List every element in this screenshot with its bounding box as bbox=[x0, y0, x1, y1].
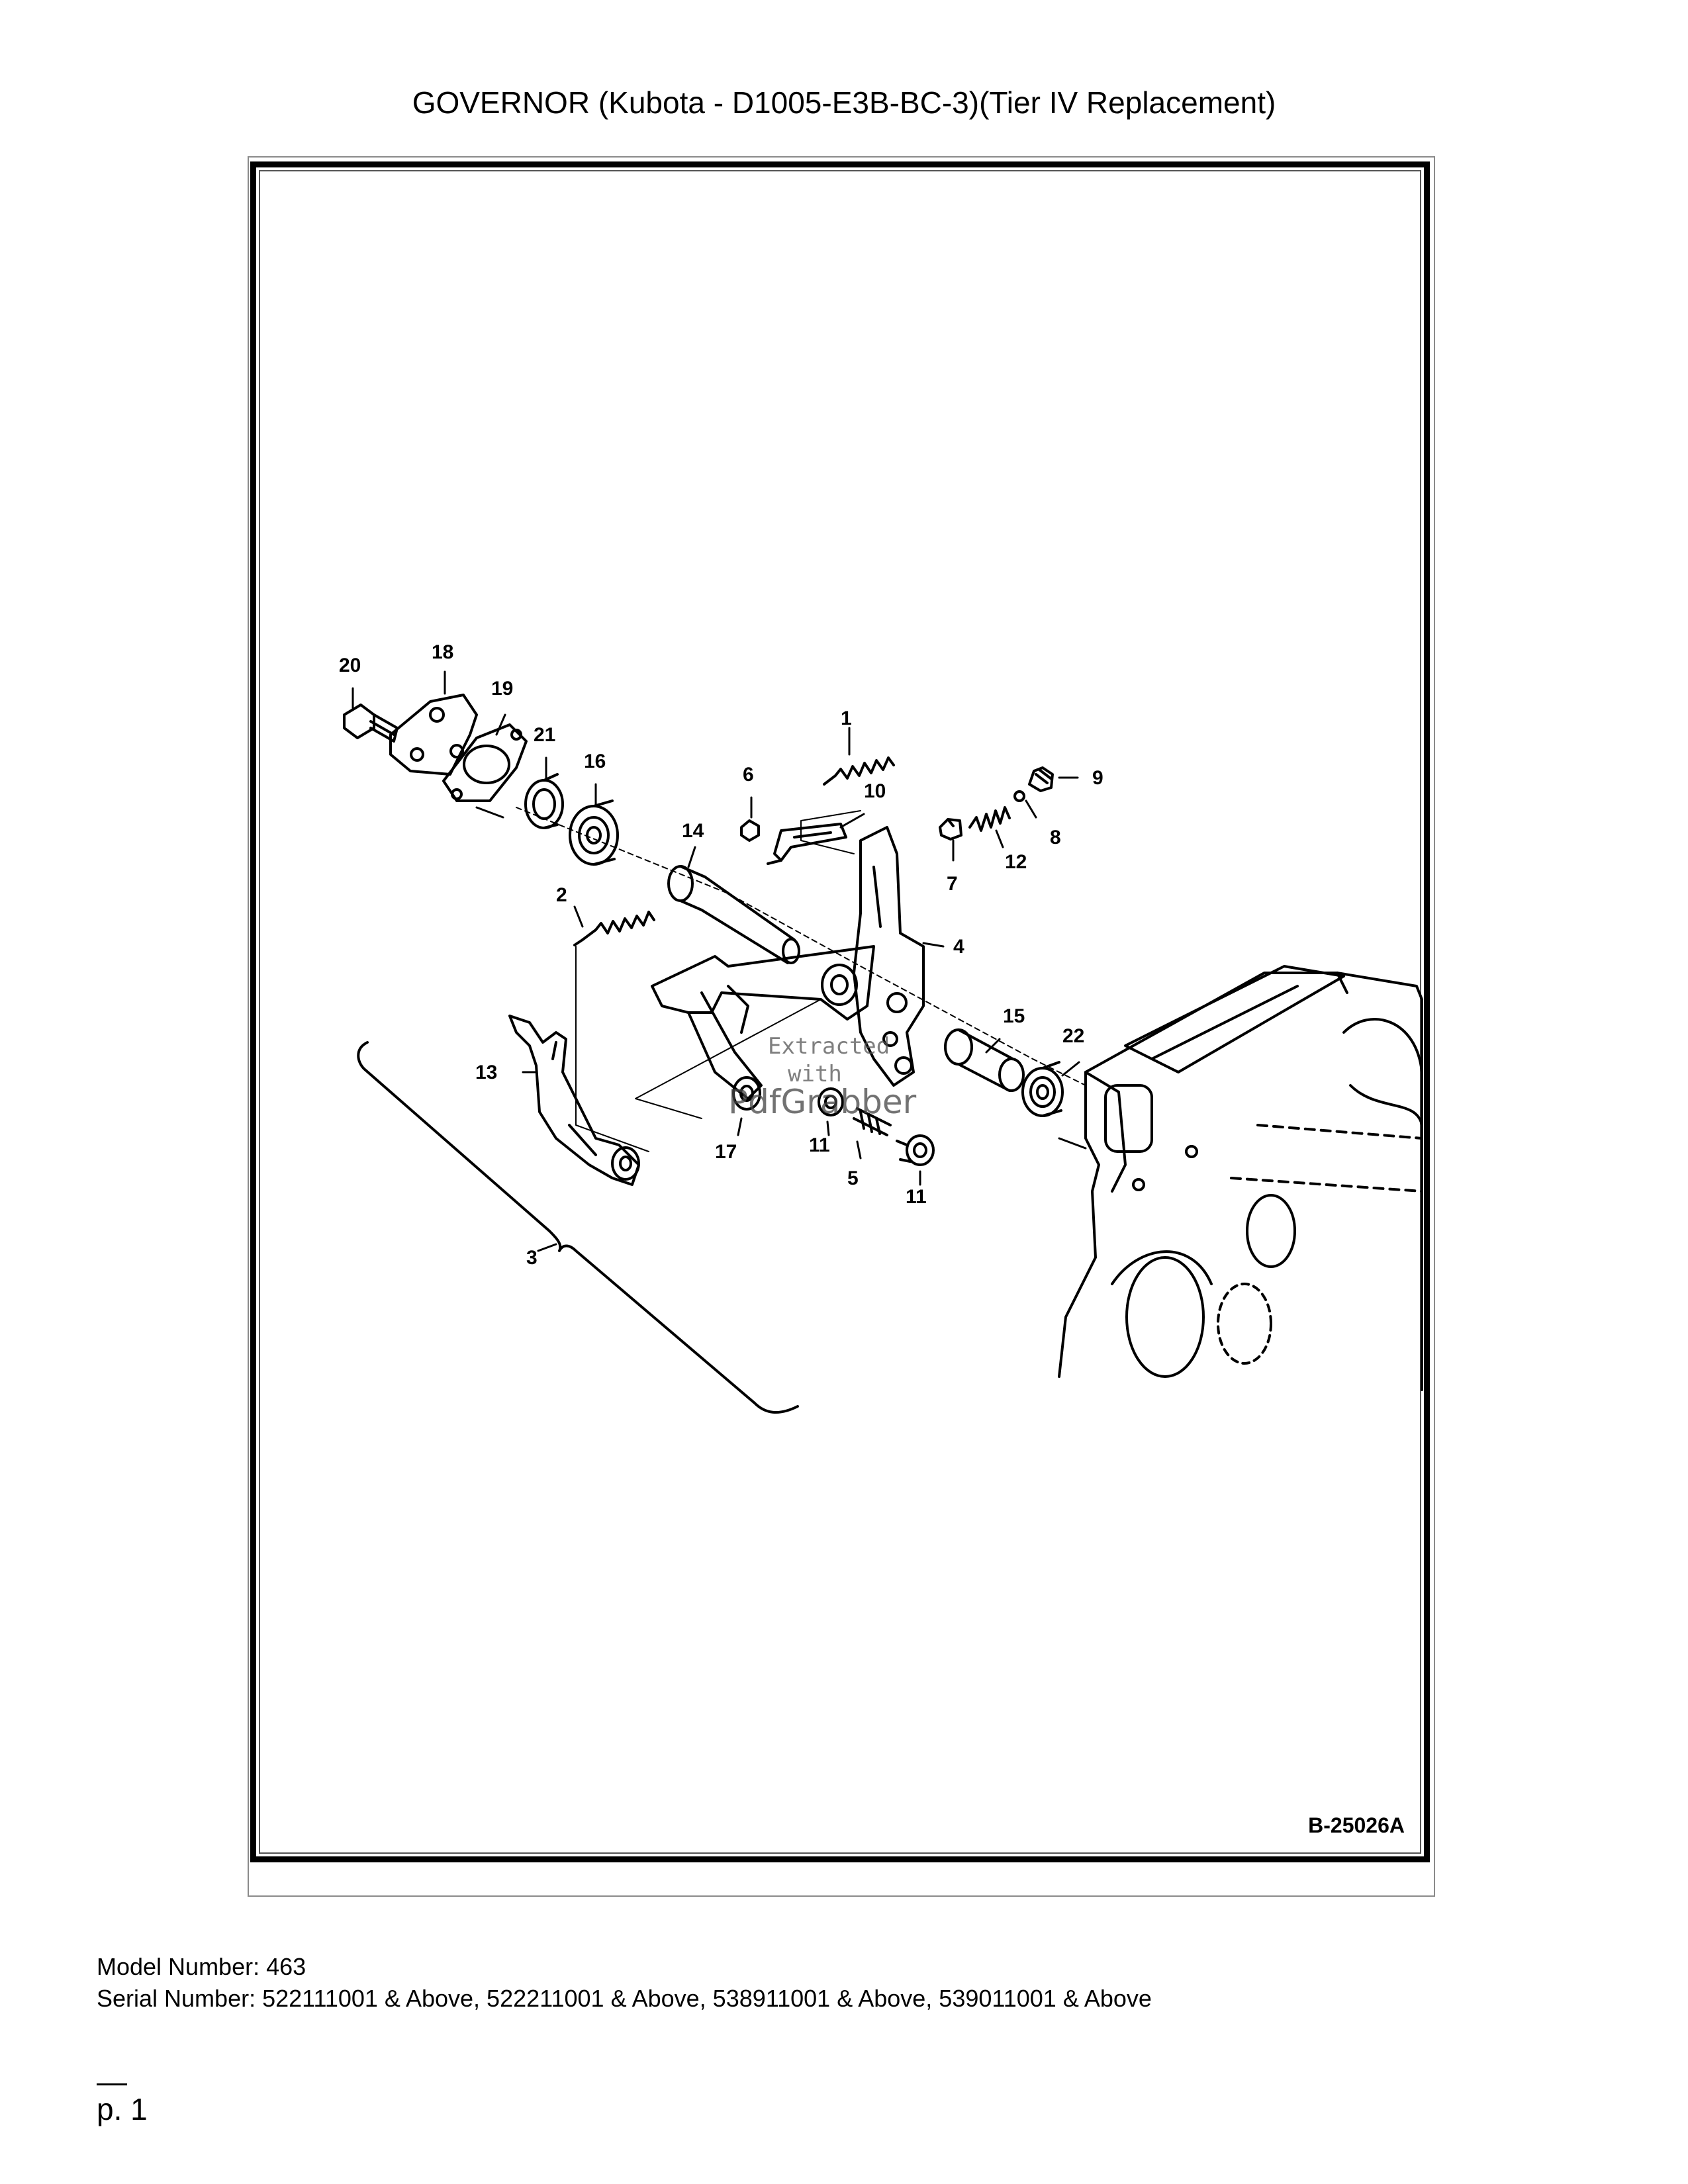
part-19-gasket bbox=[442, 723, 528, 802]
pdfgrabber-watermark: Extracted with PdfGrabber bbox=[728, 1032, 917, 1121]
part-22-bearing bbox=[1021, 1061, 1064, 1117]
part-8-ball bbox=[1013, 790, 1025, 802]
callout-8: 8 bbox=[1050, 827, 1061, 848]
callout-21: 21 bbox=[534, 724, 555, 746]
part-13-arm bbox=[508, 1015, 640, 1186]
callout-13: 13 bbox=[475, 1062, 497, 1083]
page-number: p. 1 bbox=[97, 2083, 148, 2126]
callout-7: 7 bbox=[947, 873, 958, 895]
part-2-spring bbox=[573, 911, 655, 946]
model-serial-info: Model Number: 463 Serial Number: 5221110… bbox=[97, 1951, 1152, 2015]
part-11-nut-lower bbox=[896, 1134, 935, 1166]
callout-11-lower: 11 bbox=[906, 1186, 927, 1208]
part-18-plate bbox=[389, 694, 478, 776]
callout-1: 1 bbox=[841, 707, 852, 729]
part-6-nut bbox=[740, 819, 760, 842]
part-3-brace bbox=[357, 1041, 799, 1414]
callout-12: 12 bbox=[1005, 851, 1027, 873]
watermark-line-2: with bbox=[788, 1061, 842, 1087]
part-11-washer-upper bbox=[818, 1087, 844, 1116]
callout-18: 18 bbox=[432, 641, 453, 663]
callout-22: 22 bbox=[1062, 1025, 1084, 1047]
diagram-outer-frame bbox=[248, 156, 1435, 1897]
callout-4: 4 bbox=[953, 936, 964, 958]
callout-6: 6 bbox=[743, 764, 754, 786]
part-10-bracket bbox=[767, 823, 847, 865]
callout-5: 5 bbox=[847, 1167, 859, 1189]
part-9-plug bbox=[1028, 766, 1054, 792]
watermark-brand: PdfGrabber bbox=[728, 1083, 917, 1121]
part-16-bearing bbox=[569, 799, 619, 866]
part-14-shaft bbox=[667, 865, 800, 964]
callout-11: 11 bbox=[809, 1134, 830, 1156]
callout-20: 20 bbox=[339, 655, 361, 676]
callout-labels: 1 2 3 4 5 6 7 8 9 10 11 11 12 13 14 15 1… bbox=[339, 641, 1103, 1269]
part-12-spring bbox=[968, 806, 1011, 832]
page-title: GOVERNOR (Kubota - D1005-E3B-BC-3)(Tier … bbox=[412, 85, 1276, 120]
callout-14: 14 bbox=[682, 820, 704, 842]
part-4-lever bbox=[853, 826, 925, 1087]
callout-15: 15 bbox=[1003, 1005, 1025, 1027]
part-15-sleeve bbox=[944, 1028, 1025, 1092]
fork-lever bbox=[651, 945, 875, 1100]
callout-17: 17 bbox=[715, 1141, 737, 1163]
callout-19: 19 bbox=[491, 678, 513, 700]
model-number: Model Number: 463 bbox=[97, 1953, 306, 1980]
serial-number: Serial Number: 522111001 & Above, 522211… bbox=[97, 1985, 1152, 2012]
part-17-collar bbox=[732, 1076, 761, 1111]
watermark-line-1: Extracted bbox=[768, 1033, 890, 1060]
callout-10: 10 bbox=[864, 780, 886, 802]
drawing-number: B-25026A bbox=[1308, 1813, 1405, 1837]
callout-3: 3 bbox=[526, 1247, 538, 1269]
engine-block bbox=[1058, 965, 1423, 1391]
callout-9: 9 bbox=[1092, 767, 1103, 789]
callout-2: 2 bbox=[556, 884, 567, 906]
part-20-bolt bbox=[343, 704, 399, 743]
part-7-cap bbox=[939, 818, 962, 841]
callout-16: 16 bbox=[584, 751, 606, 772]
part-1-spring bbox=[823, 756, 895, 786]
part-21-bushing bbox=[524, 773, 564, 829]
part-5-screw bbox=[853, 1107, 892, 1136]
